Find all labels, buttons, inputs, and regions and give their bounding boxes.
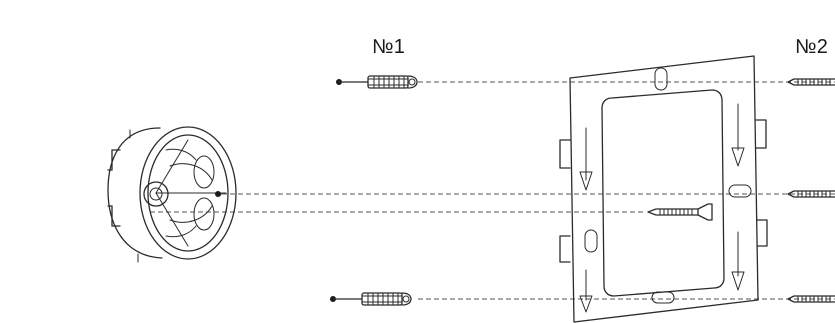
electrical-box (107, 126, 237, 263)
label-number-2: №2 (795, 36, 829, 58)
center-screw (647, 203, 713, 221)
alignment-guides (150, 81, 835, 300)
screws-number-2 (787, 78, 835, 303)
label-number-1: №1 (372, 36, 406, 58)
wall-plug-top (336, 75, 418, 89)
wall-plug-bottom (330, 292, 412, 306)
mounting-plate (559, 55, 768, 323)
